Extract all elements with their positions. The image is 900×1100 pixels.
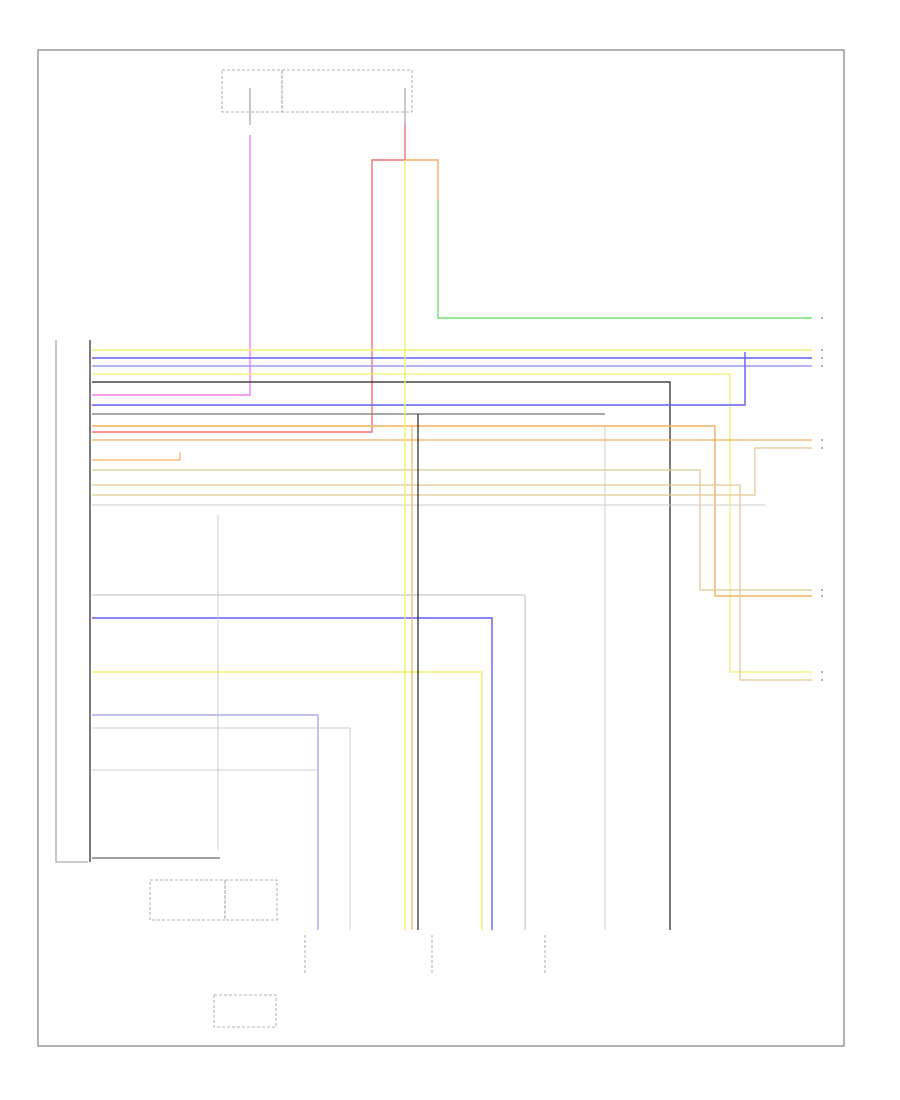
wire-yellow-2: [92, 373, 812, 673]
wire-black-1: [92, 381, 671, 930]
wire-gray-3: [92, 594, 526, 930]
wire-tan-3: [92, 447, 812, 496]
component-left-1: [149, 879, 226, 921]
wire-lightblue-2: [92, 714, 319, 930]
fuse-box-right: [281, 69, 413, 113]
fuse-box-left: [221, 69, 283, 113]
wire-blue-3: [92, 617, 493, 930]
terminal-markers: [821, 317, 823, 681]
wire-green: [437, 200, 812, 319]
wire-orange-4: [92, 452, 181, 461]
wire-red: [92, 125, 406, 433]
wire-gray-4: [92, 727, 351, 930]
wire-orange-2: [92, 425, 812, 597]
diagram-frame: [37, 49, 845, 1047]
wire-orange-top: [405, 159, 439, 200]
wire-pink: [92, 135, 251, 396]
wire-tan-1: [92, 469, 812, 591]
component-left-2: [224, 879, 278, 921]
component-ground-block: [213, 994, 277, 1028]
wire-yellow-3: [92, 671, 483, 930]
wire-tan-2: [92, 484, 812, 681]
wire-blue-2: [92, 352, 746, 406]
module-bracket: [55, 340, 88, 863]
